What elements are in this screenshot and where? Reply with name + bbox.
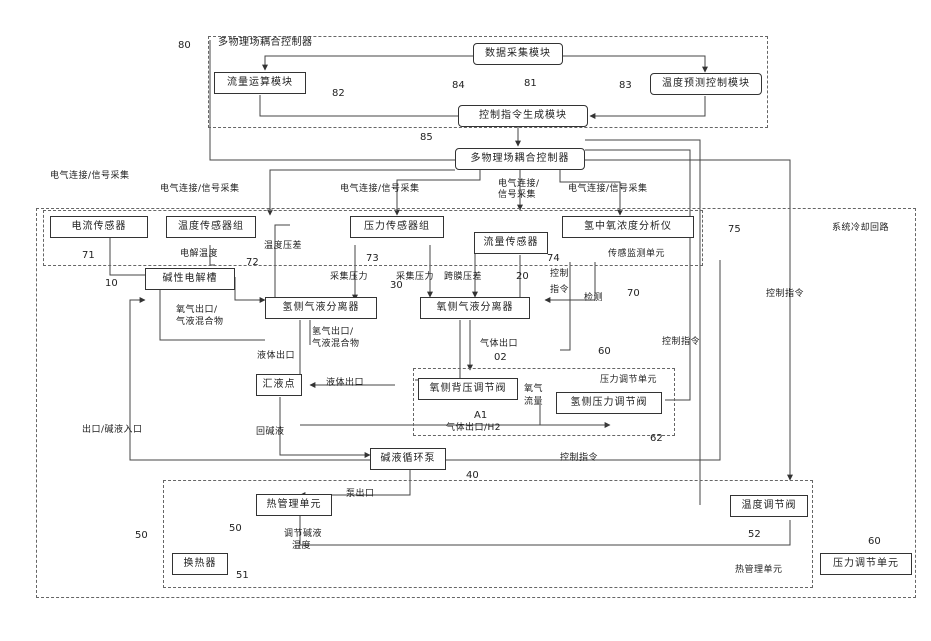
oxygen-outlet-label-a: 氧气出口/ [176,306,218,315]
temp-sensor-group: 温度传感器组 [166,216,256,238]
adjust-lye-label-b: 温度 [292,542,311,551]
gas-outlet-label: 气体出口 [480,340,518,349]
liquid-outlet-label-2: 液体出口 [326,379,364,388]
oxygen-flow-label-b: 流量 [524,398,543,407]
flow-sensor: 流量传感器 [474,232,548,254]
current-sensor: 电流传感器 [50,216,148,238]
pressure-unit-small-label: 压力调节单元 [600,376,657,385]
label-81: 81 [524,78,537,89]
oxygen-gas-liquid-separator: 氧侧气液分离器 [420,297,530,319]
oxygen-back-pressure-valve: 氧侧背压调节阀 [418,378,518,400]
label-84: 84 [452,80,465,91]
thermal-management-unit: 热管理单元 [256,494,332,516]
signal-label-5: 电气连接/信号采集 [568,185,648,194]
hydrogen-outlet-label-a: 氢气出口/ [312,328,354,337]
temp-predict-module: 温度预测控制模块 [650,73,762,95]
pressure-diff-label: 跨膜压差 [444,273,482,282]
hydrogen-outlet-label-b: 气液混合物 [312,340,360,349]
label-20: 20 [516,271,529,282]
return-lye-label: 回碱液 [256,428,285,437]
label-A1: A1 [474,410,487,421]
cooling-loop-title: 系统冷却回路 [832,224,889,233]
ctrl-cmd-label-1a: 控制 [550,270,569,279]
signal-label-1: 电气连接/信号采集 [50,172,130,181]
oxygen-flow-label-a: 氧气 [524,385,543,394]
signal-label-4a: 电气连接/ [498,180,540,189]
label-10: 10 [105,278,118,289]
outlet-inlet-label: 出口/碱液入口 [82,426,143,435]
label-73: 73 [366,253,379,264]
temperature-valve: 温度调节阀 [730,495,808,517]
label-70: 70 [627,288,640,299]
control-cmd-gen-module: 控制指令生成模块 [458,105,588,127]
label-60a: 60 [598,346,611,357]
data-collect-module: 数据采集模块 [473,43,563,65]
label-51: 51 [236,570,249,581]
label-50b: 50 [229,523,242,534]
flow-calc-module: 流量运算模块 [214,72,306,94]
hydrogen-oxygen-analyzer: 氢中氧浓度分析仪 [562,216,694,238]
gas-outlet-h2-label: 气体出口/H2 [446,424,501,433]
elec-temp-label: 电解温度 [180,250,218,259]
oxygen-outlet-label-b: 气液混合物 [176,318,224,327]
label-02: 02 [494,352,507,363]
detect-unit-label: 传感监测单元 [608,250,665,259]
label-83: 83 [619,80,632,91]
collect-pressure-label-1: 采集压力 [330,273,368,282]
liquid-outlet-label-1: 液体出口 [257,352,295,361]
hydrogen-pressure-valve: 氢侧压力调节阀 [556,392,662,414]
label-74: 74 [547,253,560,264]
pressure-sensor-group: 压力传感器组 [350,216,444,238]
ctrl-cmd-label-4: 控制指令 [560,454,598,463]
label-80: 80 [178,40,191,51]
label-82: 82 [332,88,345,99]
label-85: 85 [420,132,433,143]
pressure-regulating-unit: 压力调节单元 [820,553,912,575]
liquid-confluence-point: 汇液点 [256,374,302,396]
temp-diff-label: 温度压差 [264,242,302,251]
signal-label-3: 电气连接/信号采集 [340,185,420,194]
ctrl-cmd-label-3: 控制指令 [766,290,804,299]
adjust-lye-label-a: 调节碱液 [284,530,322,539]
ctrl-cmd-label-1b: 指令 [550,286,569,295]
alkaline-electrolyzer: 碱性电解槽 [145,268,235,290]
multi-physics-controller: 多物理场耦合控制器 [455,148,585,170]
label-40: 40 [466,470,479,481]
pump-outlet-label: 泵出口 [346,490,375,499]
hydrogen-gas-liquid-separator: 氢侧气液分离器 [265,297,377,319]
label-62: 62 [650,433,663,444]
label-30: 30 [390,280,403,291]
label-72: 72 [246,257,259,268]
label-52: 52 [748,529,761,540]
label-75: 75 [728,224,741,235]
thermal-unit-footer-label: 热管理单元 [735,566,783,575]
heat-exchanger: 换热器 [172,553,228,575]
label-60b: 60 [868,536,881,547]
detect-label: 检测 [584,294,603,303]
controller-group-title: 多物理场耦合控制器 [218,38,313,49]
lye-circulation-pump: 碱液循环泵 [370,448,446,470]
label-50a: 50 [135,530,148,541]
signal-label-2: 电气连接/信号采集 [160,185,240,194]
signal-label-4b: 信号采集 [498,191,536,200]
ctrl-cmd-label-2: 控制指令 [662,338,700,347]
label-71: 71 [82,250,95,261]
